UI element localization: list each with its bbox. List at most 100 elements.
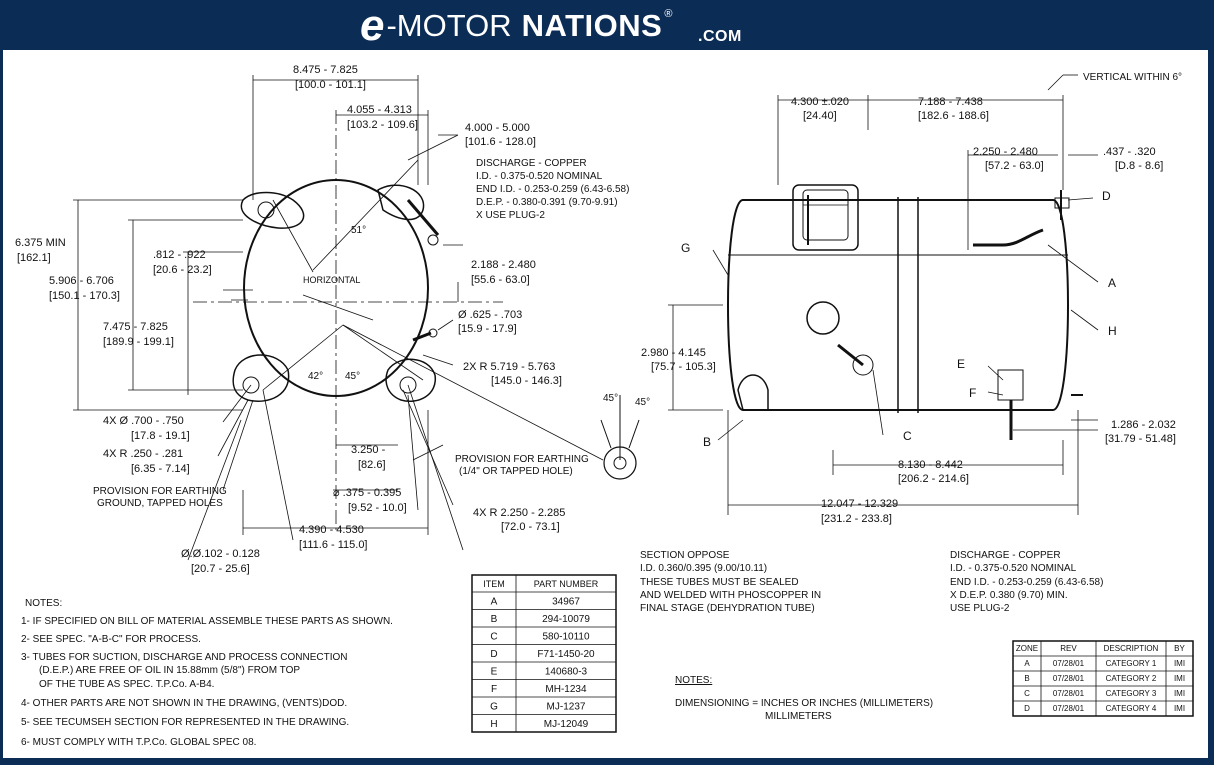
dim-4000-mm: [101.6 - 128.0] xyxy=(465,136,536,148)
table-cell: 07/28/01 xyxy=(1053,704,1085,713)
discharge-note: DISCHARGE - COPPER I.D. - 0.375-0.520 NO… xyxy=(950,550,1103,614)
dim-625: Ø .625 - .703 xyxy=(458,309,522,321)
angle-45: 45° xyxy=(345,371,360,382)
dim-note-title: NOTES: xyxy=(675,675,712,686)
label-e: E xyxy=(957,357,965,371)
dim-4390-mm: [111.6 - 115.0] xyxy=(299,539,368,551)
dim-4390: 4.390 - 4.530 xyxy=(299,524,364,536)
label-d: D xyxy=(1102,189,1111,203)
table-header: ZONE xyxy=(1016,644,1038,653)
table-cell: 34967 xyxy=(552,597,580,608)
table-cell: 580-10110 xyxy=(542,632,590,643)
table-border xyxy=(1012,640,1194,717)
table-cell: A xyxy=(491,597,498,608)
table-cell: IMI xyxy=(1174,689,1185,698)
general-notes: NOTES: 1- IF SPECIFIED ON BILL OF MATERI… xyxy=(21,598,393,748)
site-logo[interactable]: e -MOTOR NATIONS ® .COM xyxy=(360,1,741,50)
earthing-ground-2: GROUND, TAPPED HOLES xyxy=(97,498,223,509)
table-header: REV xyxy=(1060,644,1077,653)
dim-12047-mm: [231.2 - 233.8] xyxy=(821,513,892,525)
dim-2250-mm: [57.2 - 63.0] xyxy=(985,160,1044,172)
table-cell: A xyxy=(1024,659,1030,668)
compressor-top-view xyxy=(193,110,604,551)
dim-4000: 4.000 - 5.000 xyxy=(465,122,530,134)
dim-2250: 2.250 - 2.480 xyxy=(973,146,1038,158)
note-item: OF THE TUBE AS SPEC. T.P.Co. A-B4. xyxy=(39,679,214,690)
dim-4300-mm: [24.40] xyxy=(803,110,837,122)
dim-2980: 2.980 - 4.145 xyxy=(641,347,706,359)
right-labels: VERTICAL WITHIN 6° 4.300 ±.020 [24.40] 7… xyxy=(641,72,1182,525)
dim-5906-mm: [150.1 - 170.3] xyxy=(49,290,120,302)
table-cell: B xyxy=(1024,674,1029,683)
detail-angle-45a: 45° xyxy=(603,393,618,404)
compressor-side-view xyxy=(727,184,1083,440)
dim-7188-mm: [182.6 - 188.6] xyxy=(918,110,989,122)
table-cell: D xyxy=(490,649,497,660)
label-a: A xyxy=(1108,276,1116,290)
dim-7475: 7.475 - 7.825 xyxy=(103,321,168,333)
table-cell: G xyxy=(490,702,498,713)
discharge-note-line: END I.D. - 0.253-0.259 (6.43-6.58) xyxy=(950,577,1103,588)
table-cell: 140680-3 xyxy=(545,667,588,678)
table-header: BY xyxy=(1174,644,1185,653)
table-cell: MJ-1237 xyxy=(547,702,586,713)
logo-com: .COM xyxy=(698,28,742,45)
note-item: 1- IF SPECIFIED ON BILL OF MATERIAL ASSE… xyxy=(21,616,393,627)
dim-437-mm: [D.8 - 8.6] xyxy=(1115,160,1163,172)
logo-e: e xyxy=(360,1,385,50)
table-cell: C xyxy=(1024,689,1030,698)
dimensioning-note: NOTES: DIMENSIONING = INCHES OR INCHES (… xyxy=(675,675,933,722)
section-note: SECTION OPPOSE I.D. 0.360/0.395 (9.00/10… xyxy=(640,550,821,614)
dim-4055: 4.055 - 4.313 xyxy=(347,104,412,116)
discharge-title: DISCHARGE - COPPER xyxy=(476,158,587,169)
table-cell: CATEGORY 2 xyxy=(1106,674,1157,683)
dim-2xr: 2X R 5.719 - 5.763 xyxy=(463,361,555,373)
dim-note-line-2: MILLIMETERS xyxy=(765,711,832,722)
technical-drawing: 8.475 - 7.825 [100.0 - 101.1] 4.055 - 4.… xyxy=(15,64,1194,748)
table-cell: E xyxy=(491,667,498,678)
dim-4055-mm: [103.2 - 109.6] xyxy=(347,119,418,131)
dim-7475-mm: [189.9 - 199.1] xyxy=(103,336,174,348)
label-b: B xyxy=(703,435,711,449)
logo-nations: NATIONS xyxy=(521,8,663,43)
table-cell: H xyxy=(490,719,497,730)
detail-angle-45b: 45° xyxy=(635,397,650,408)
dim-7188: 7.188 - 7.438 xyxy=(918,96,983,108)
horizontal-label: HORIZONTAL xyxy=(303,275,360,285)
table-cell: C xyxy=(490,632,497,643)
earthing-ground-1: PROVISION FOR EARTHING xyxy=(93,486,227,497)
dim-8130-mm: [206.2 - 214.6] xyxy=(898,473,969,485)
note-item: 6- MUST COMPLY WITH T.P.Co. GLOBAL SPEC … xyxy=(21,737,256,748)
discharge-note-line: USE PLUG-2 xyxy=(950,603,1010,614)
dim-375-mm: [9.52 - 10.0] xyxy=(348,502,407,514)
dim-1286: 1.286 - 2.032 xyxy=(1111,419,1176,431)
dim-2188-mm: [55.6 - 63.0] xyxy=(471,274,530,286)
note-item: (D.E.P.) ARE FREE OF OIL IN 15.88mm (5/8… xyxy=(39,665,300,676)
dim-625-mm: [15.9 - 17.9] xyxy=(458,323,517,335)
label-c: C xyxy=(903,429,912,443)
discharge-line-2: END I.D. - 0.253-0.259 (6.43-6.58) xyxy=(476,184,629,195)
dim-4300: 4.300 ±.020 xyxy=(791,96,849,108)
earthing-line-1: PROVISION FOR EARTHING xyxy=(455,454,589,465)
dim-0102: Ø.Ø.102 - 0.128 xyxy=(181,548,260,560)
vertical-label: VERTICAL WITHIN 6° xyxy=(1083,72,1182,83)
table-cell: IMI xyxy=(1174,674,1185,683)
discharge-line-1: I.D. - 0.375-0.520 NOMINAL xyxy=(476,171,603,182)
dim-4x-dia-mm: [17.8 - 19.1] xyxy=(131,430,190,442)
note-item: 5- SEE TECUMSEH SECTION FOR REPRESENTED … xyxy=(21,717,349,728)
dim-6375-mm: [162.1] xyxy=(17,252,51,264)
table-cell: IMI xyxy=(1174,704,1185,713)
table-cell: 07/28/01 xyxy=(1053,689,1085,698)
dim-437: .437 - .320 xyxy=(1103,146,1156,158)
table-cell: D xyxy=(1024,704,1030,713)
left-labels: 8.475 - 7.825 [100.0 - 101.1] 4.055 - 4.… xyxy=(15,64,650,575)
dim-812: .812 - .922 xyxy=(153,249,206,261)
dim-12047: 12.047 - 12.329 xyxy=(821,498,898,510)
table-header: ITEM xyxy=(483,579,505,589)
dim-812-mm: [20.6 - 23.2] xyxy=(153,264,212,276)
drawing-sheet: 8.475 - 7.825 [100.0 - 101.1] 4.055 - 4.… xyxy=(3,50,1208,758)
dim-4xr2-mm: [72.0 - 73.1] xyxy=(501,521,560,533)
notes-title: NOTES: xyxy=(25,598,62,609)
dim-3250-mm: [82.6] xyxy=(358,459,386,471)
section-note-line: THESE TUBES MUST BE SEALED xyxy=(640,577,799,588)
